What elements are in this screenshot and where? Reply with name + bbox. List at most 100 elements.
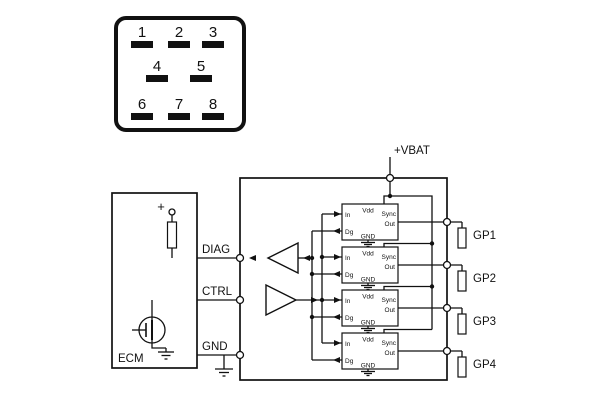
ctrl-terminal — [235, 295, 245, 305]
gp-label: GP3 — [473, 316, 496, 328]
arrowhead — [333, 271, 340, 277]
ic-pin-label-sync: Sync — [382, 254, 397, 261]
ecm-label: ECM — [118, 353, 144, 365]
gp3-terminal — [442, 303, 452, 313]
pin-contact — [168, 113, 190, 120]
vbat-terminal — [385, 173, 395, 183]
ecm-box — [111, 192, 198, 369]
ctrl-label: CTRL — [202, 286, 233, 298]
pin-number: 8 — [209, 96, 217, 113]
pin-number: 4 — [153, 58, 161, 75]
vbat-tap — [383, 242, 432, 247]
pin-contact — [146, 75, 168, 82]
arrowhead — [333, 228, 340, 234]
gnd-label: GND — [202, 341, 228, 353]
pin-contact — [131, 41, 153, 48]
vbat-label: +VBAT — [394, 145, 430, 157]
ground-symbol — [215, 355, 233, 377]
ic-pin-label-dg: Dg — [345, 315, 354, 322]
glow-plug-element — [457, 270, 467, 292]
glow-plug-1: GP1 — [457, 222, 496, 249]
ic-pin-label-gnd: GND — [361, 320, 376, 327]
arrowhead — [334, 297, 341, 303]
pin-number: 3 — [209, 24, 217, 41]
junction-dot — [319, 297, 325, 303]
ecm-block: ECM + — [111, 192, 198, 369]
buffers — [249, 241, 322, 317]
driver-ic-3: In Vdd Sync Dg GND Out — [341, 289, 399, 334]
ic-pin-label-gnd: GND — [361, 234, 376, 241]
ic-outline — [341, 203, 399, 241]
ic-pin-label-in: In — [345, 212, 351, 219]
gp-label: GP2 — [473, 273, 496, 285]
driver-ic-2: In Vdd Sync Dg GND Out — [341, 246, 399, 291]
ground-symbol — [158, 348, 174, 360]
connector-pinout: 1 2 3 4 5 6 7 8 — [114, 16, 246, 132]
arrowhead — [334, 340, 341, 346]
glow-plug-element — [457, 227, 467, 249]
ic-pin-label-in: In — [345, 298, 351, 305]
ic-pin-label-dg: Dg — [345, 358, 354, 365]
ic-outline — [341, 289, 399, 327]
vbat-tap — [383, 285, 432, 290]
glow-plug-2: GP2 — [457, 265, 496, 292]
pin-contact — [202, 41, 224, 48]
arrowhead — [249, 255, 256, 261]
resistor-body — [166, 221, 178, 249]
supply-terminal — [168, 208, 176, 216]
ic-outline — [341, 332, 399, 370]
source-lead — [151, 340, 166, 349]
junction-dot — [429, 284, 435, 289]
arrowhead — [333, 357, 340, 363]
ic-pin-label-sync: Sync — [382, 340, 397, 347]
ic-pin-label-gnd: GND — [361, 363, 376, 370]
junction-dot — [387, 193, 393, 199]
pin-number: 7 — [175, 96, 183, 113]
pin-number: 6 — [138, 96, 146, 113]
junction-dot — [309, 255, 315, 261]
vbat-tap — [383, 328, 432, 333]
ic-pin-label-out: Out — [385, 350, 396, 357]
ic-pin-label-vdd: Vdd — [362, 337, 374, 344]
gp2-terminal — [442, 260, 452, 270]
pin-contact — [190, 75, 212, 82]
arrowhead — [311, 297, 318, 303]
driver-ic-4: In Vdd Sync Dg GND Out — [341, 332, 399, 377]
ic-pin-label-in: In — [345, 255, 351, 262]
glow-plug-4: GP4 — [457, 351, 497, 378]
gp-label: GP4 — [473, 359, 497, 371]
ic-pin-label-vdd: Vdd — [362, 208, 374, 215]
mosfet — [132, 300, 166, 349]
pin-number: 1 — [138, 24, 146, 41]
ic-pin-label-sync: Sync — [382, 211, 397, 218]
diag-label: DIAG — [202, 244, 230, 256]
glow-plug-element — [457, 356, 467, 378]
glow-plug-3: GP3 — [457, 308, 496, 335]
ic-pin-label-dg: Dg — [345, 272, 354, 279]
pullup-resistor: + — [157, 199, 178, 258]
junction-dot — [319, 254, 325, 260]
plus-label: + — [157, 199, 165, 214]
gnd-terminal — [235, 350, 245, 360]
gp-label: GP1 — [473, 230, 496, 242]
module-terminals — [235, 173, 452, 360]
pin-number: 5 — [197, 58, 205, 75]
signal-buses — [309, 211, 342, 363]
glow-plug-element — [457, 313, 467, 335]
ic-pin-label-out: Out — [385, 307, 396, 314]
ic-pin-label-sync: Sync — [382, 297, 397, 304]
vbat-rail — [383, 195, 433, 330]
signal-wires: DIAG CTRL GND — [152, 244, 268, 377]
ic-pin-label-gnd: GND — [361, 277, 376, 284]
gp1-terminal — [442, 217, 452, 227]
diag-terminal — [235, 253, 245, 263]
arrowhead — [334, 211, 341, 217]
ic-pin-label-in: In — [345, 341, 351, 348]
ctrl-buffer — [265, 283, 298, 317]
ground-symbol — [361, 369, 375, 377]
pin-contact — [202, 113, 224, 120]
ic-pin-label-vdd: Vdd — [362, 251, 374, 258]
glow-plug-outputs: GP1 GP2 GP3 GP4 — [398, 221, 497, 378]
